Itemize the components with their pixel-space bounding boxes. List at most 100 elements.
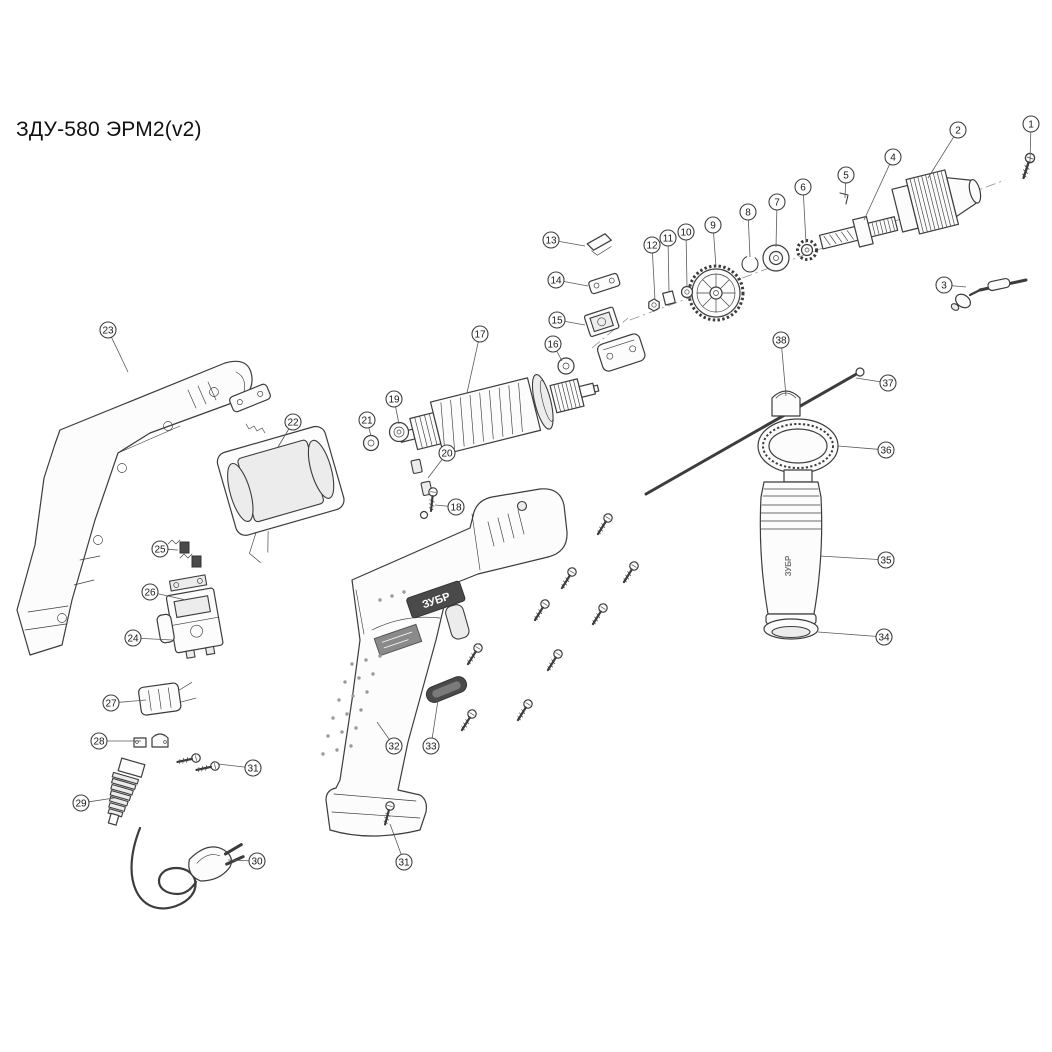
page-title: ЗДУ-580 ЭРМ2(v2) [16, 118, 202, 141]
callout-label: 33 [425, 742, 437, 753]
gear-train [648, 192, 899, 322]
screw-icon [557, 565, 579, 592]
callout-15 [548, 311, 566, 329]
callout-leader [88, 797, 115, 803]
callout-17 [471, 325, 489, 343]
callout-leader [667, 245, 670, 293]
callout-leader [855, 377, 881, 383]
callout-label: 3 [941, 281, 947, 292]
screw-icon [530, 597, 552, 624]
cord-clamp [133, 733, 169, 748]
callout-label: 6 [800, 183, 806, 194]
callout-label: 10 [680, 228, 692, 239]
callout-leader [558, 240, 586, 247]
bearing [762, 244, 790, 272]
callout-label: 1 [1028, 120, 1034, 131]
callout-leader [167, 549, 179, 551]
callout-leader [395, 406, 400, 425]
washer [680, 285, 694, 299]
housing-plate [229, 383, 271, 413]
drill-body: ЗУБР [321, 488, 568, 837]
callout-label: 38 [775, 336, 787, 347]
stator [216, 425, 345, 563]
callout-26 [141, 583, 159, 601]
callout-label: 18 [450, 503, 462, 514]
callout-leader [140, 638, 173, 641]
callout-29 [72, 794, 90, 812]
callout-leader [951, 285, 967, 288]
callout-11 [659, 229, 677, 247]
callout-leader [1029, 131, 1032, 163]
handle-cap [763, 613, 819, 640]
callout-label: 21 [361, 416, 373, 427]
chuck-key [950, 277, 1028, 311]
callout-leader [111, 337, 129, 373]
callout-1 [1022, 115, 1040, 133]
big-gear [687, 264, 745, 322]
spindle-shaft [818, 215, 899, 250]
callout-label: 9 [710, 221, 716, 232]
callout-label: 31 [247, 764, 259, 775]
callout-label: 22 [287, 418, 299, 429]
callout-leader [837, 445, 879, 450]
callout-leader [803, 194, 807, 244]
callout-leader [564, 321, 586, 326]
callout-leader [713, 232, 717, 268]
callout-leader [427, 459, 443, 479]
callout-leader [368, 427, 372, 437]
brand-label: ЗУБР [406, 580, 466, 619]
callout-24 [124, 629, 142, 647]
callout-14 [547, 271, 565, 289]
callout-leader [556, 350, 563, 362]
screw-icon [588, 601, 610, 628]
callout-4 [884, 148, 902, 166]
handle-grip: ЗУБР [759, 481, 823, 615]
callout-leader [775, 209, 778, 248]
spring-icon [245, 423, 266, 434]
callout-label: 23 [102, 326, 114, 337]
callout-22 [284, 413, 302, 431]
brush-holder-parts [557, 233, 646, 375]
callout-38 [772, 331, 790, 349]
callout-leader [781, 347, 787, 397]
screw-icon [593, 511, 615, 538]
callout-27 [102, 694, 120, 712]
callout-label: 2 [955, 126, 961, 137]
callout-label: 11 [663, 234, 674, 245]
sleeve [662, 290, 676, 306]
callout-label: 28 [93, 737, 105, 748]
callout-label: 26 [144, 588, 156, 599]
callout-20 [438, 444, 456, 462]
callout-31 [244, 759, 262, 777]
callout-label: 4 [890, 153, 896, 164]
side-handle: ЗУБР [644, 367, 865, 640]
callout-label: 34 [878, 633, 890, 644]
callout-leader [227, 859, 250, 862]
callout-leader [217, 763, 246, 768]
screw-icon [194, 759, 222, 776]
screw-icon [1017, 150, 1038, 181]
spec-label [373, 623, 423, 657]
callout-leader [685, 239, 688, 288]
callout-label: 29 [75, 799, 87, 810]
callout-30 [248, 852, 266, 870]
callout-label: 36 [880, 446, 892, 457]
callout-label: 13 [545, 236, 557, 247]
callout-label: 17 [474, 330, 486, 341]
callout-leader [277, 428, 290, 448]
trigger [445, 604, 470, 640]
callout-leader [927, 136, 955, 179]
callout-leader [563, 281, 589, 287]
callout-label: 16 [547, 340, 559, 351]
grip-brand-text: ЗУБР [784, 555, 793, 576]
callout-31 [395, 853, 413, 871]
callout-label: 7 [774, 198, 780, 209]
callout-19 [385, 390, 403, 408]
callout-label: 27 [105, 699, 117, 710]
callout-label: 35 [880, 556, 892, 567]
callout-leader [434, 504, 449, 507]
switch-assembly [156, 574, 224, 659]
callout-label: 32 [388, 742, 400, 753]
screw-icon [457, 707, 479, 734]
callout-leader [389, 823, 402, 855]
